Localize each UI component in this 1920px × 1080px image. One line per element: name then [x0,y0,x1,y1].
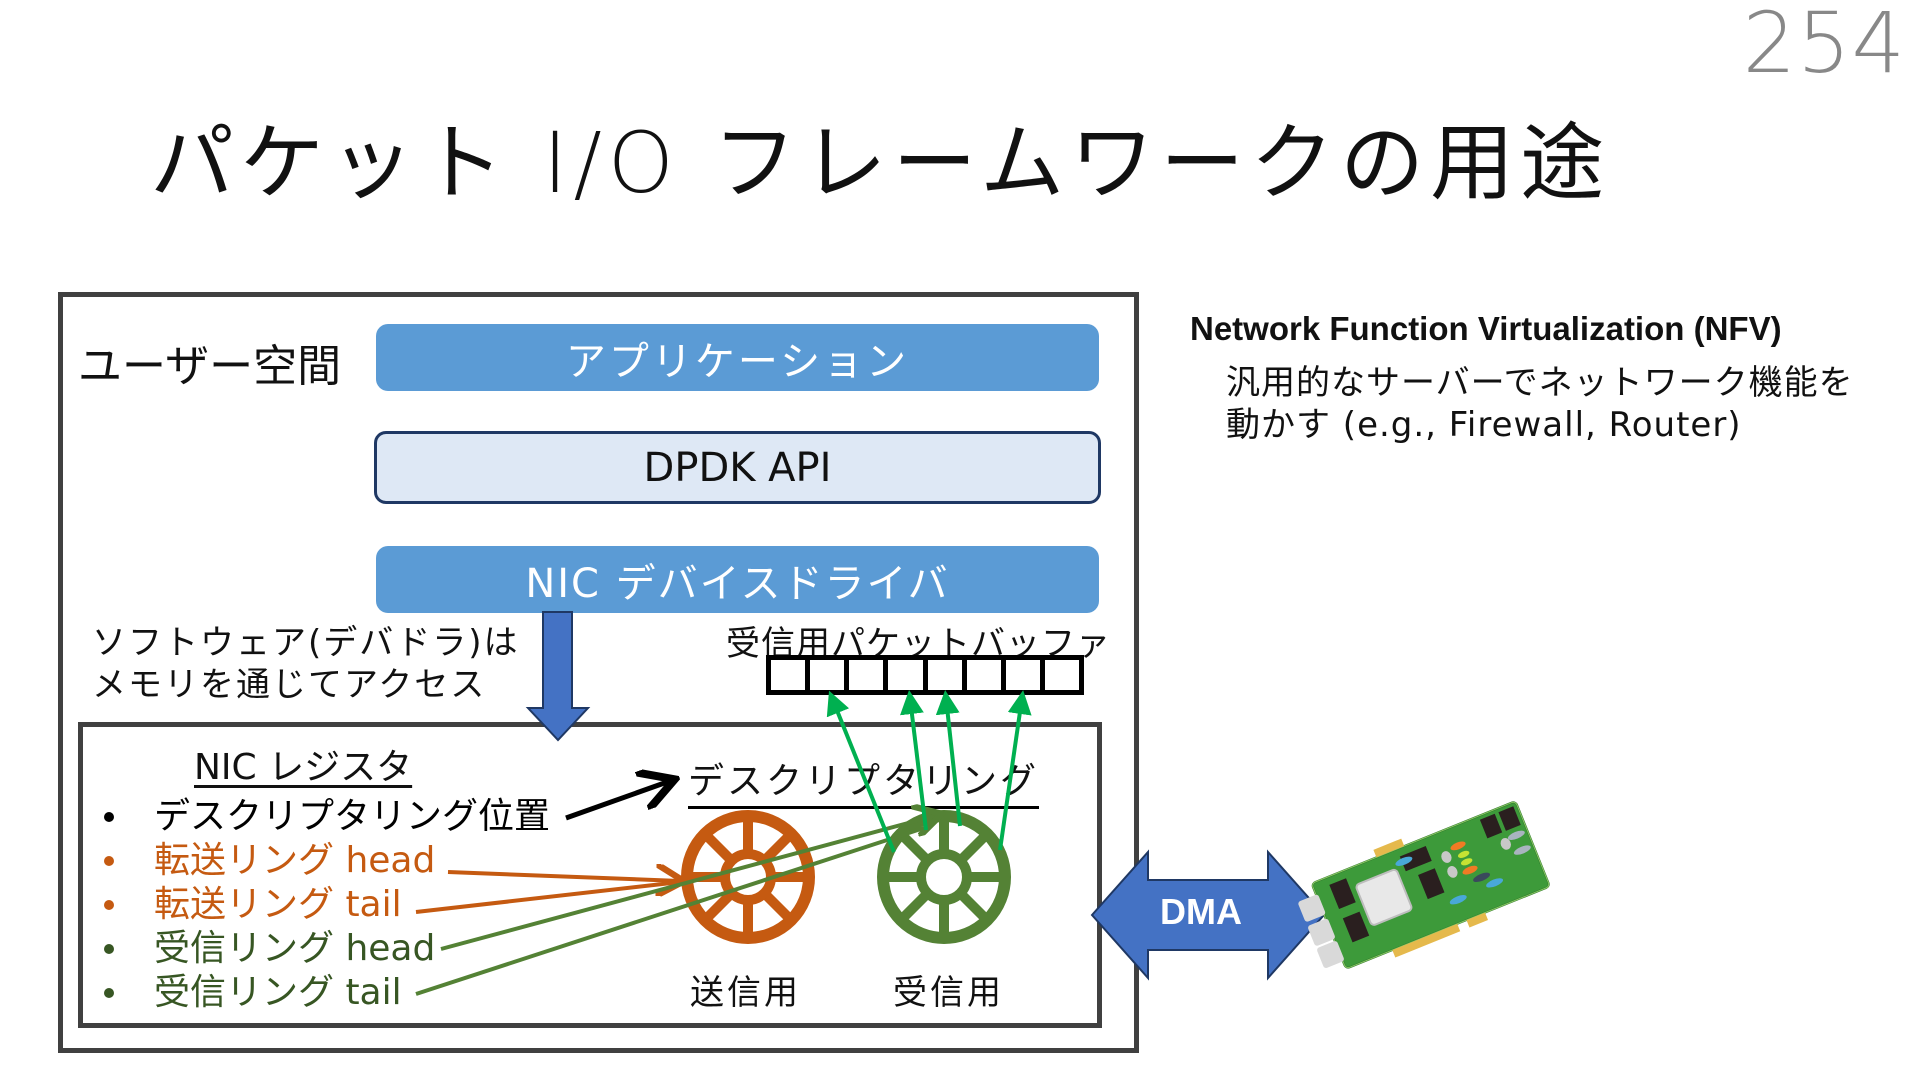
nic-box [78,722,1102,1028]
ring-spoke [958,891,989,922]
nic-register-label: デスクリプタリング位置 [154,796,551,837]
rx-head-arrow [440,815,938,951]
packet-buffer [766,655,1084,695]
rx-tail-arrow [415,824,931,996]
ring-hub [916,849,972,905]
buffer-pointer-arrow [900,690,928,831]
nic-register-label: 転送リング tail [154,884,402,925]
memory-access-note-line: メモリを通じてアクセス [92,665,487,705]
host-system-box [58,292,1139,1053]
nic-register-item: 転送リング head [104,839,550,883]
packet-buffer-slot [849,660,884,690]
tx-tail-arrow [415,880,681,914]
packet-buffer-slot [966,660,1001,690]
packet-buffer-slot [810,660,845,690]
device-driver-layer-label: NIC デバイスドライバ [525,560,950,607]
memory-access-note-line: ソフトウェア(デバドラ)は [92,623,520,663]
buffer-pointer-arrow [935,690,962,827]
device-driver-layer: NIC デバイスドライバ [376,546,1099,613]
buffer-pointer-arrow [998,690,1032,851]
nic-register-label: 受信リング head [154,928,436,969]
page-number: 254 [1742,0,1906,92]
ring-position-arrow [565,781,670,821]
user-space-label: ユーザー空間 [78,341,342,392]
ring-spoke [703,891,734,922]
nic-register-item: 転送リング tail [104,883,550,927]
dpdk-api-layer: DPDK API [374,431,1101,504]
ring-spoke [762,832,793,863]
packet-buffer-slot [1005,660,1040,690]
bullet-icon [104,900,114,910]
nfv-title: Network Function Virtualization (NFV) [1190,310,1782,347]
nic-register-item: 受信リング tail [104,971,550,1015]
nic-register-item: デスクリプタリング位置 [104,795,550,839]
packet-buffer-slot [927,660,962,690]
nfv-description-line: 動かす (e.g., Firewall, Router) [1226,405,1742,445]
bullet-icon [104,988,114,998]
ring-spoke [899,832,930,863]
tx-head-arrow [447,872,680,881]
ring-spoke [762,891,793,922]
nic-register-heading: NIC レジスタ [194,747,413,788]
application-layer: アプリケーション [376,324,1099,391]
nfv-description: 汎用的なサーバーでネットワーク機能を 動かす (e.g., Firewall, … [1226,362,1854,446]
dma-label: DMA [1160,891,1242,932]
packet-buffer-slot [1044,660,1079,690]
tx-ring-caption: 送信用 [690,973,801,1013]
nic-register-label: 受信リング tail [154,972,402,1013]
rx-ring-caption: 受信用 [893,973,1004,1013]
memory-access-arrow [525,611,591,742]
bullet-icon [104,812,114,822]
bullet-icon [104,944,114,954]
nic-card-icon [1298,801,1550,969]
memory-access-note: ソフトウェア(デバドラ)は メモリを通じてアクセス [92,622,520,706]
dpdk-api-layer-label: DPDK API [643,444,832,491]
bullet-icon [104,856,114,866]
packet-buffer-slot [888,660,923,690]
ring-spoke [899,891,930,922]
buffer-pointer-arrow [826,690,896,853]
nfv-description-line: 汎用的なサーバーでネットワーク機能を [1226,363,1854,403]
nic-register-label: 転送リング head [154,840,436,881]
slide-title: パケット I/O フレームワークの用途 [150,114,1611,212]
application-layer-label: アプリケーション [565,338,910,385]
packet-buffer-slot [771,660,806,690]
ring-spoke [703,832,734,863]
ring-spoke [958,832,989,863]
nic-register-item: 受信リング head [104,927,550,971]
